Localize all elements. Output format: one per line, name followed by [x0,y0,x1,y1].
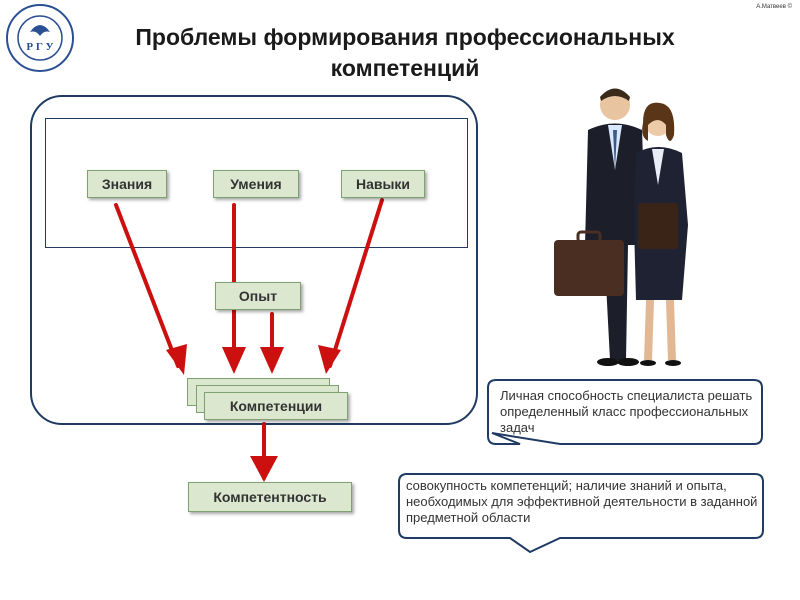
logo-letters: Р Г У [26,41,53,53]
node-competencies: Компетенции [204,392,348,420]
page-title: Проблемы формирования профессиональных к… [135,24,675,81]
arrowhead-skills [222,347,246,374]
callout-competence-definition: Личная способность специалиста решать оп… [500,388,753,435]
inner-frame [45,118,468,248]
node-competence: Компетентность [188,482,352,512]
node-skills: Умения [213,170,299,198]
arrowhead-experience [260,347,284,374]
arrowhead-knowledge [166,344,187,375]
outer-frame [30,95,478,425]
arrow-habits-to-competencies [328,198,384,368]
callout-bubble-bottom [398,473,764,554]
arrowhead-competence [250,456,278,482]
copyright-mark: А.Матвеев © [756,4,792,10]
callout-competency-definition: совокупность компетенций; наличие знаний… [406,478,758,525]
arrow-knowledge-to-competencies [114,203,180,368]
callout-bubble-top [487,379,763,445]
university-logo: Р Г У [6,4,74,72]
business-people-photo [554,88,688,366]
node-knowledge: Знания [87,170,167,198]
node-habits: Навыки [341,170,425,198]
node-experience: Опыт [215,282,301,310]
arrowhead-habits [318,345,341,374]
